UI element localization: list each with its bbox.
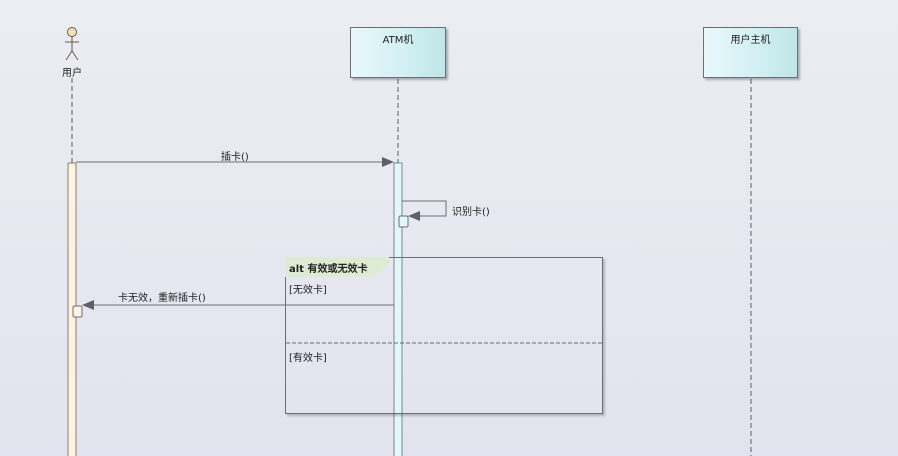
fragment-title-text: 有效或无效卡 [307,264,368,275]
lifeline-head-host[interactable]: 用户主机 [703,27,798,78]
combined-fragment-alt[interactable] [285,257,603,414]
message-insert-card-arrowhead [382,157,394,167]
lifeline-head-atm-label: ATM机 [382,35,414,46]
combined-fragment-tab [285,257,389,277]
fragment-operator: alt [289,264,304,275]
activation-user-reply[interactable] [72,305,83,318]
activation-atm-self[interactable] [398,215,409,228]
user-actor-icon[interactable] [65,27,79,61]
combined-fragment-title: alt 有效或无效卡 [289,260,367,275]
fragment-guard-invalid: [无效卡] [289,285,327,296]
message-identify-card-label: 识别卡() [452,207,490,218]
message-invalid-label: 卡无效，重新插卡() [118,293,206,304]
lifeline-head-host-label: 用户主机 [730,35,771,46]
message-invalid-arrowhead [82,300,94,310]
message-identify-card-line[interactable] [402,200,447,217]
lifeline-head-atm[interactable]: ATM机 [350,27,446,78]
message-insert-card-label: 插卡() [221,152,249,163]
message-identify-card-arrowhead [408,211,420,221]
activation-atm[interactable] [393,162,403,456]
fragment-guard-valid: [有效卡] [289,353,327,364]
actor-name: 用户 [62,68,82,79]
